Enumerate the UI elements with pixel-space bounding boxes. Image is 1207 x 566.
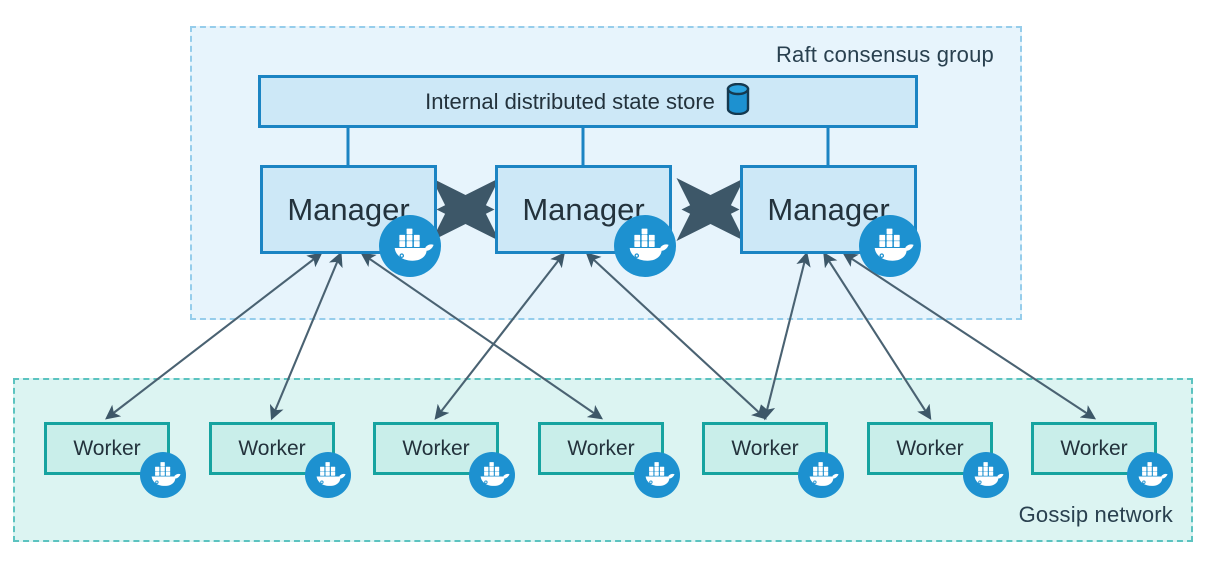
worker-label: Worker [896,436,964,460]
docker-whale-icon [634,452,680,503]
gossip-group-label: Gossip network [1018,502,1173,527]
worker-label: Worker [1060,436,1128,460]
docker-whale-icon [798,452,844,503]
worker-label: Worker [238,436,306,460]
state-store-label: Internal distributed state store [425,88,715,114]
docker-whale-icon [1127,452,1173,503]
docker-whale-icon [305,452,351,503]
internal-state-store-box[interactable]: Internal distributed state store [258,75,918,128]
docker-whale-icon [859,215,921,282]
worker-node-2[interactable]: Worker [209,422,335,475]
worker-label: Worker [73,436,141,460]
database-cylinder-icon [725,82,751,120]
docker-whale-icon [469,452,515,503]
worker-label: Worker [402,436,470,460]
docker-whale-icon [379,215,441,282]
manager-label: Manager [287,191,410,227]
worker-label: Worker [567,436,635,460]
manager-label: Manager [767,191,890,227]
manager-node-3[interactable]: Manager [740,165,917,254]
docker-whale-icon [614,215,676,282]
worker-label: Worker [731,436,799,460]
docker-whale-icon [963,452,1009,503]
worker-node-1[interactable]: Worker [44,422,170,475]
docker-whale-icon [140,452,186,503]
raft-group-label: Raft consensus group [775,42,994,67]
manager-label: Manager [522,191,645,227]
manager-node-2[interactable]: Manager [495,165,672,254]
